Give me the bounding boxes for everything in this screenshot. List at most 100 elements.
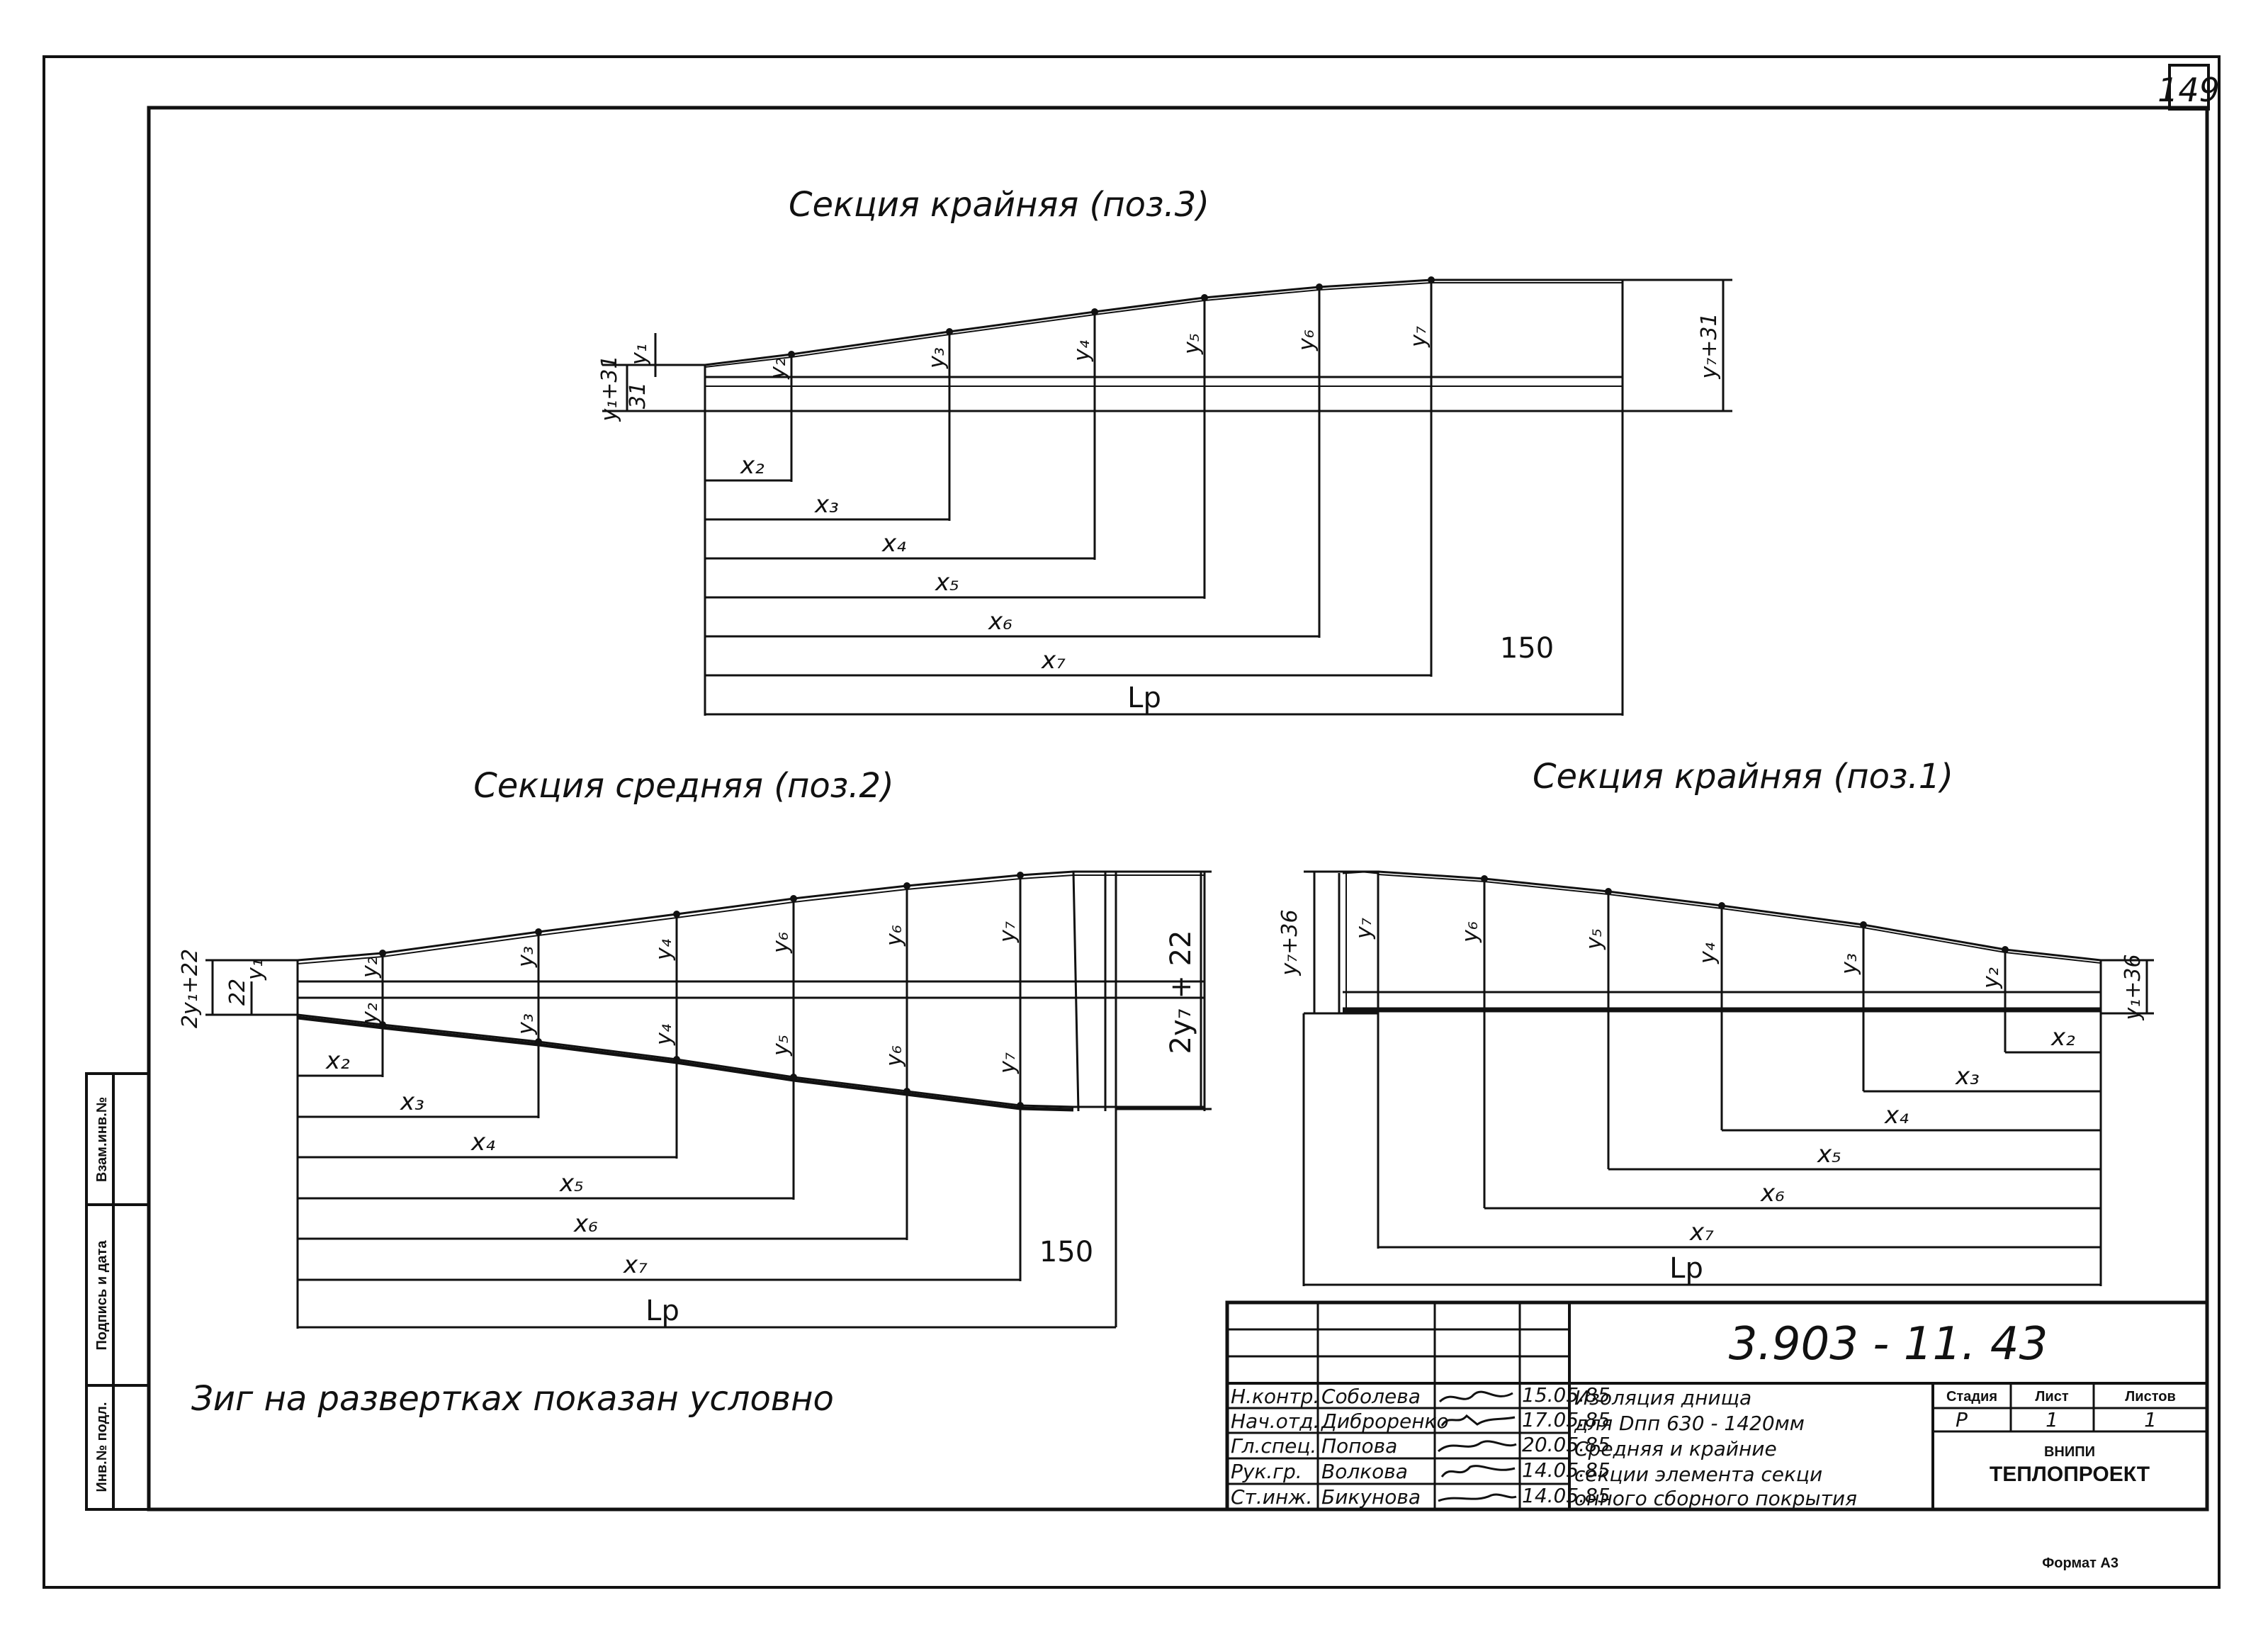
section-right-title: Секция крайняя (поз.1): [1533, 757, 1953, 797]
stage-value: Р: [1956, 1408, 1968, 1431]
top-flat-dim: 150: [1500, 632, 1554, 665]
page-number: 149: [2157, 71, 2220, 109]
top-x-label: x₆: [988, 607, 1012, 636]
top-x-label: x₂: [740, 451, 765, 480]
org-name-line1: ВНИПИ: [2044, 1444, 2095, 1460]
sign-date: 20.05.85: [1522, 1433, 1610, 1456]
middle-y-label-bottom: y₃: [514, 1013, 538, 1035]
sheets-header: Листов: [2125, 1389, 2176, 1405]
signer-name: Попова: [1321, 1434, 1397, 1458]
description-line: онного сборного покрытия: [1574, 1487, 1857, 1510]
middle-x-label: x₇: [623, 1251, 648, 1279]
section-right: Секция крайняя (поз.1): [1277, 757, 2154, 1286]
middle-y-label-bottom: y₆: [882, 1045, 907, 1067]
middle-y-label: y₂: [358, 957, 383, 979]
middle-y-label: y₄: [652, 939, 677, 961]
sheet-frame: [43, 55, 2221, 1589]
right-x-label: x₄: [1884, 1101, 1909, 1130]
sign-date: 15.05.85: [1522, 1383, 1610, 1407]
description-line: Изоляция днища: [1574, 1386, 1751, 1409]
middle-y-label: y₇: [995, 921, 1020, 943]
right-right-dim: y₁+36: [2121, 954, 2145, 1020]
sign-date: 17.05.85: [1522, 1408, 1610, 1431]
section-top: Секция крайняя (поз.3): [597, 185, 1732, 716]
section-middle-title: Секция средняя (поз.2): [473, 766, 894, 806]
middle-flat-dim: 150: [1039, 1236, 1093, 1268]
signer-name: Соболева: [1321, 1385, 1421, 1408]
sheet-value: 1: [2046, 1408, 2058, 1431]
middle-x-label: x₂: [325, 1047, 350, 1075]
role-label: Ст.инж.: [1231, 1485, 1312, 1509]
middle-y-label: y₃: [514, 946, 538, 968]
right-x-label: x₅: [1817, 1140, 1841, 1169]
description-line: секции элемента секци: [1574, 1463, 1822, 1486]
description-line: Средняя и крайние: [1574, 1437, 1777, 1461]
middle-x-label: x₃: [400, 1088, 424, 1116]
top-left-outer-dim: y₁+31: [597, 355, 622, 422]
top-left-inner-dim: 31: [626, 382, 650, 409]
right-x-label: x₆: [1760, 1179, 1785, 1208]
right-total-length: Lp: [1669, 1252, 1703, 1285]
top-x-label: x₅: [935, 568, 959, 597]
middle-left-inner-dim: 22: [225, 979, 250, 1006]
middle-x-label: x₄: [470, 1128, 495, 1156]
side-stamp-inv-no: Инв.№ подл.: [94, 1402, 110, 1492]
top-y-label: y₄: [1070, 340, 1095, 362]
top-total-length: Lp: [1127, 682, 1161, 714]
signer-name: Диброренко: [1320, 1409, 1449, 1433]
middle-y-label-bottom: y₇: [995, 1052, 1020, 1074]
section-top-title: Секция крайняя (поз.3): [789, 185, 1209, 225]
right-y-label: y₄: [1696, 942, 1720, 964]
sheets-value: 1: [2144, 1408, 2157, 1431]
middle-y-label-bottom: y₄: [652, 1024, 677, 1046]
signer-name: Бикунова: [1321, 1485, 1421, 1509]
right-left-dim: y₇+36: [1277, 909, 1302, 976]
side-stamp-replace-inv: Взам.инв.№: [94, 1097, 110, 1182]
middle-x-label: x₅: [559, 1169, 584, 1198]
right-y-label: y₆: [1458, 921, 1483, 943]
role-label: Гл.спец.: [1231, 1434, 1316, 1458]
middle-y-label-bottom: y₅: [769, 1035, 794, 1057]
doc-number: 3.903 - 11. 43: [1729, 1318, 2048, 1371]
signer-name: Волкова: [1321, 1460, 1408, 1483]
right-x-label: x₃: [1955, 1062, 1980, 1091]
middle-right-dim: 2y₇ + 22: [1165, 930, 1197, 1054]
sheet-header: Лист: [2035, 1389, 2068, 1405]
right-y-label: y₃: [1837, 953, 1862, 975]
top-y-label: y₃: [925, 347, 949, 369]
stage-header: Стадия: [1946, 1389, 1997, 1405]
middle-left-outer-dim: 2y₁+22: [178, 949, 203, 1028]
section-middle: Секция средняя (поз.2): [178, 766, 1212, 1329]
top-x-label: x₄: [881, 529, 906, 558]
top-y1-label: y₁: [627, 344, 652, 366]
sign-date: 14.05.85: [1522, 1484, 1610, 1507]
middle-y-label: y₆: [882, 925, 907, 947]
top-x-label: x₇: [1041, 646, 1066, 675]
side-stamp: Инв.№ подл. Подпись и дата Взам.инв.№: [85, 1072, 150, 1511]
role-label: Н.контр.: [1231, 1385, 1319, 1408]
top-y-label: y₆: [1294, 330, 1319, 351]
middle-total-length: Lp: [645, 1295, 679, 1327]
drawing-note: Зиг на развертках показан условно: [191, 1379, 834, 1419]
description-line: для Dпп 630 - 1420мм: [1574, 1412, 1805, 1435]
top-right-dim: y₇+31: [1697, 313, 1722, 379]
top-y-label: y₇: [1406, 326, 1431, 348]
format-label: Формат А3: [2042, 1555, 2119, 1571]
right-y-label: y₇: [1352, 918, 1377, 940]
middle-y1-label: y₁: [243, 959, 268, 981]
right-x-label: x₇: [1689, 1218, 1714, 1246]
handwritten-signatures: [1437, 1390, 1517, 1502]
top-y-label: y₂: [766, 358, 791, 380]
right-y-label: y₂: [1979, 967, 2004, 989]
role-label: Нач.отд.: [1231, 1409, 1319, 1433]
side-stamp-sign-date: Подпись и дата: [94, 1240, 110, 1351]
org-name-line2: ТЕПЛОПРОЕКТ: [1990, 1463, 2150, 1486]
title-block: 3.903 - 11. 43 Н.контр. Нач.отд. Гл.спец…: [1225, 1300, 2209, 1512]
top-y-label: y₅: [1180, 333, 1204, 355]
role-label: Рук.гр.: [1231, 1460, 1302, 1483]
middle-x-label: x₆: [573, 1210, 598, 1238]
middle-y-label: y₆: [769, 932, 794, 954]
right-x-label: x₂: [2050, 1023, 2075, 1052]
sign-date: 14.05.85: [1522, 1458, 1610, 1482]
